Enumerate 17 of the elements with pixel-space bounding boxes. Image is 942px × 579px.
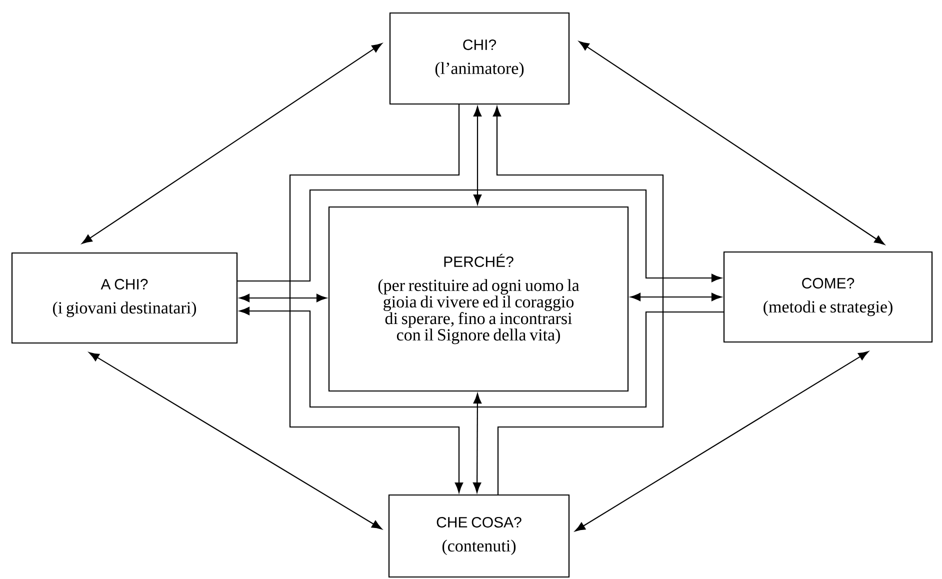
question-box: CHI? (l’animatore) <box>389 12 570 105</box>
arrow <box>492 106 664 494</box>
arrow <box>289 104 464 493</box>
question-box: A CHI? (i giovani destinatari) <box>11 252 238 344</box>
arrow <box>473 106 482 205</box>
question-box: CHE COSA? (contenuti) <box>388 494 570 578</box>
arrow <box>578 41 885 245</box>
arrow <box>82 43 382 244</box>
arrow <box>239 294 327 302</box>
arrow <box>88 352 382 530</box>
arrow <box>630 292 722 302</box>
arrow <box>238 189 722 282</box>
question-box: PERCHÉ? (per restituire ad ogni uomo la gioia di vivere ed il coraggio di sperare, fino a incontrarsi con il Signore della vita) <box>328 206 629 392</box>
arrow <box>472 393 482 493</box>
arrow <box>574 351 869 532</box>
question-box: COME? (metodi e strategie) <box>723 251 933 343</box>
arrow <box>239 306 724 408</box>
